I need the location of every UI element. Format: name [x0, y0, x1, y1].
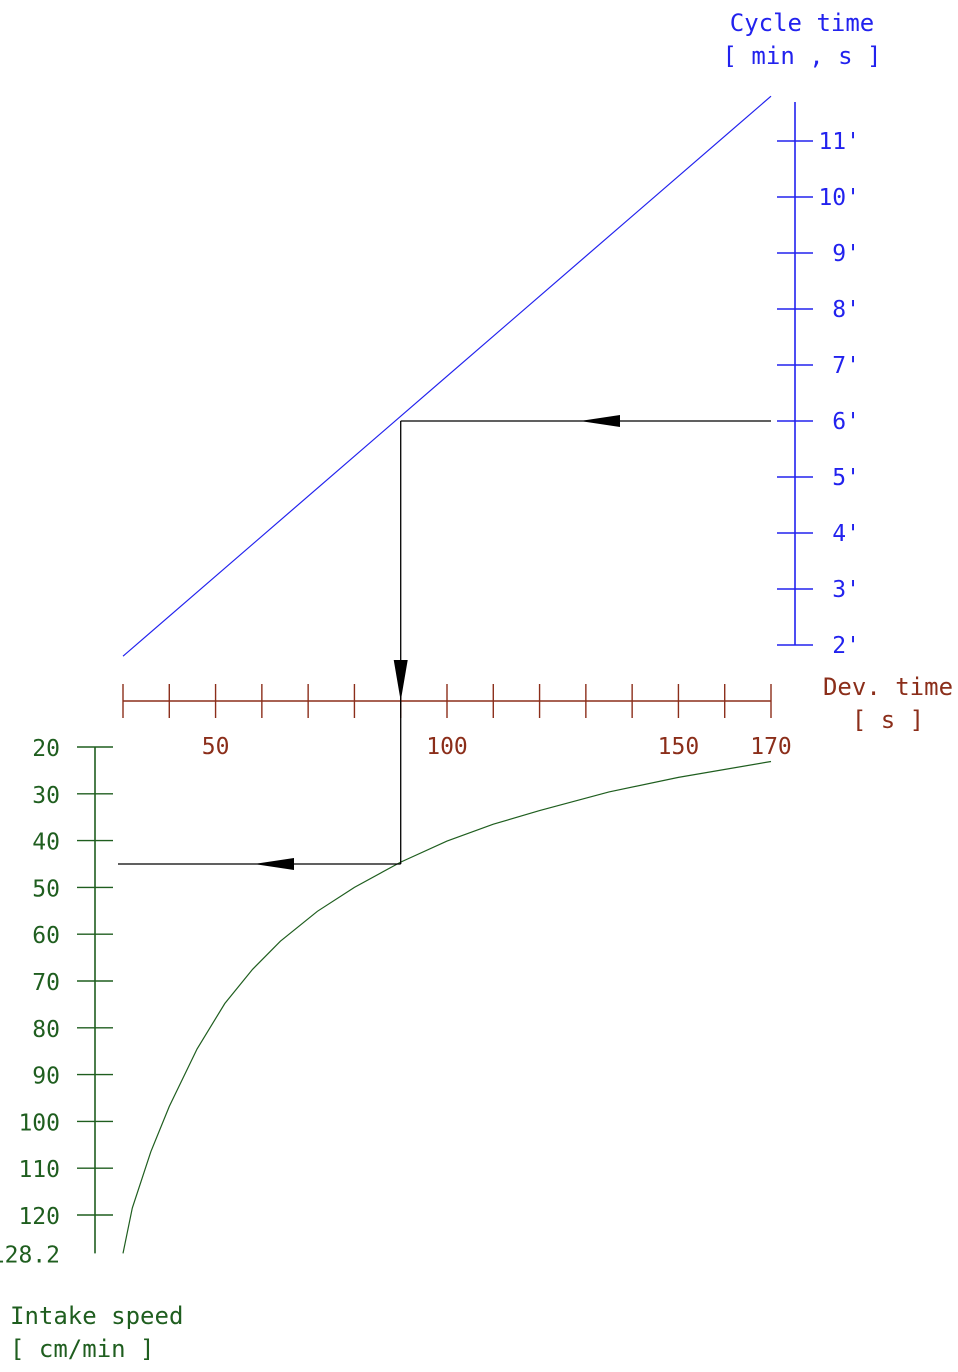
- cycle-axis-title-line1: Cycle time: [730, 9, 875, 37]
- example-path: [118, 415, 771, 870]
- dev-axis-title-line1: Dev. time: [823, 673, 953, 701]
- cycle-time-axis: 2' 3' 4' 5' 6' 7' 8' 9' 10' 11': [777, 102, 860, 659]
- cycle-tick-label: 5': [832, 465, 860, 491]
- intake-tick-label: 30: [32, 783, 60, 809]
- intake-tick-label: 90: [32, 1064, 60, 1090]
- arrow-left-bottom: [254, 858, 294, 870]
- intake-axis-title-line1: Intake speed: [10, 1302, 183, 1330]
- arrow-down: [393, 660, 408, 701]
- intake-vs-dev-curve: [122, 760, 772, 1254]
- intake-tick-label: 110: [18, 1157, 60, 1183]
- intake-tick-label: 100: [18, 1110, 60, 1136]
- cycle-tick-label: 10': [818, 185, 860, 211]
- intake-tick-label: 60: [32, 923, 60, 949]
- dev-time-axis: 50 100 150 170: [122, 684, 792, 760]
- cycle-tick-label: 3': [832, 577, 860, 603]
- dev-tick-label: 50: [202, 734, 230, 760]
- dev-tick-label: 170: [750, 734, 792, 760]
- cycle-axis-title-line2: [ min , s ]: [723, 42, 882, 70]
- series-layer: [122, 95, 772, 1254]
- cycle-tick-label: 2': [832, 633, 860, 659]
- intake-tick-label: 80: [32, 1017, 60, 1043]
- cycle-vs-dev-line: [122, 95, 772, 657]
- cycle-tick-label: 6': [832, 409, 860, 435]
- cycle-tick-label: 9': [832, 241, 860, 267]
- intake-tick-label: 70: [32, 970, 60, 996]
- intake-tick-label: 50: [32, 876, 60, 902]
- intake-tick-label: 40: [32, 830, 60, 856]
- cycle-tick-label: 7': [832, 353, 860, 379]
- intake-tick-label: 20: [32, 736, 60, 762]
- dev-axis-title-line2: [ s ]: [852, 706, 924, 734]
- intake-tick-label: 128.2: [0, 1242, 60, 1268]
- intake-axis-title-line2: [ cm/min ]: [10, 1335, 155, 1363]
- arrow-left-top: [580, 415, 620, 427]
- dev-tick-label: 150: [658, 734, 700, 760]
- cycle-tick-label: 4': [832, 521, 860, 547]
- cycle-tick-label: 8': [832, 297, 860, 323]
- dev-tick-label: 100: [426, 734, 468, 760]
- intake-tick-label: 120: [18, 1204, 60, 1230]
- intake-speed-axis: 20 30 40 50 60 70 80 90 100 110 120 128.2: [0, 736, 113, 1268]
- cycle-tick-label: 11': [818, 129, 860, 155]
